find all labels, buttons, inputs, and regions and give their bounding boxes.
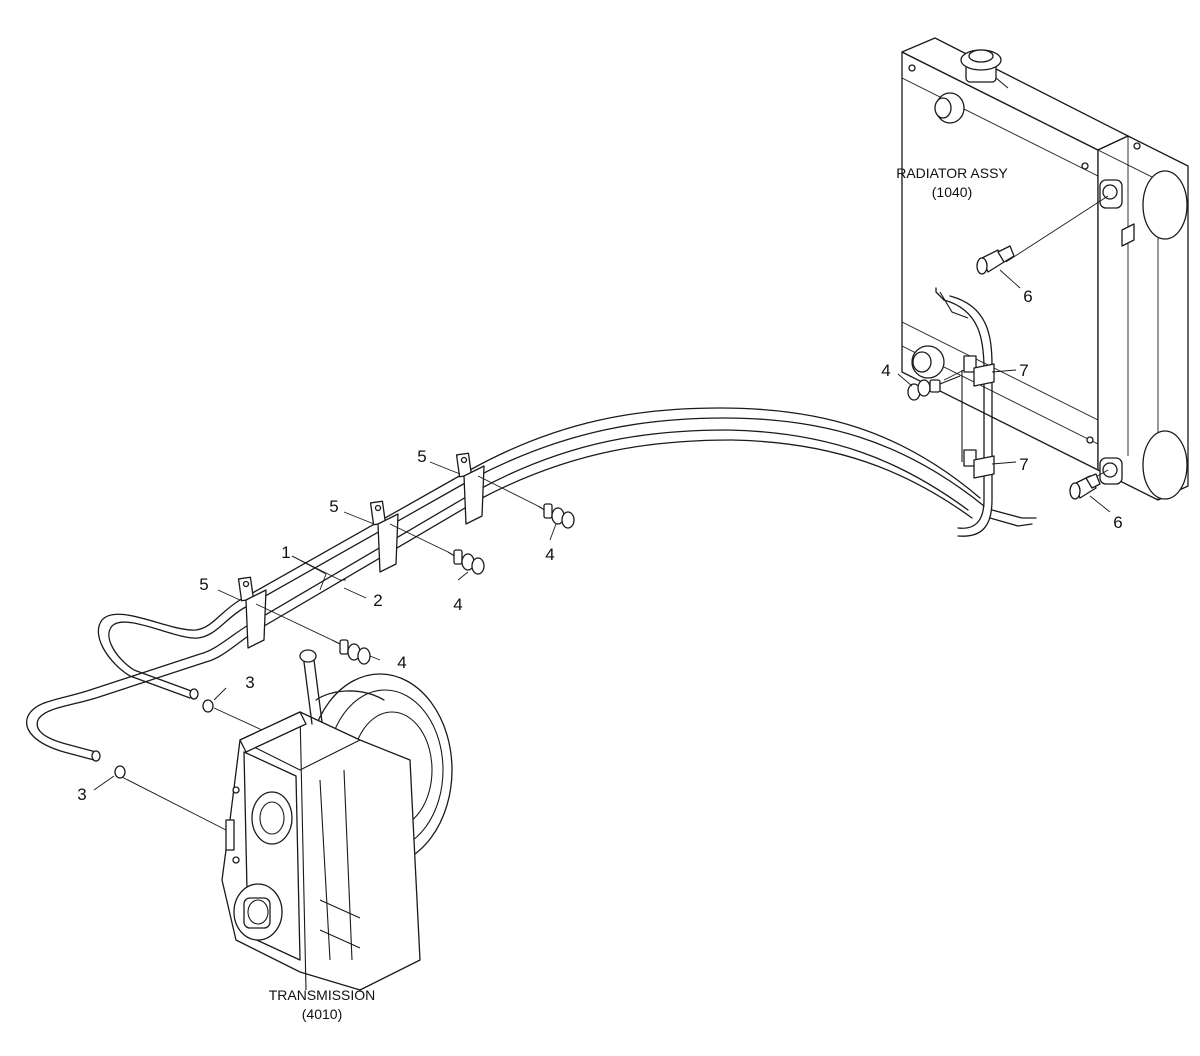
radiator-code: (1040) [932,184,972,200]
transmission-name: TRANSMISSION [269,987,376,1003]
callout-4-clamp1: 4 [397,653,406,672]
callout-4-clamp2: 4 [453,595,462,614]
radiator-assembly [901,37,1189,501]
callout-4-clamp3: 4 [545,545,554,564]
callout-5-clamp1: 5 [199,575,208,594]
callout-2: 2 [373,591,382,610]
callout-5-clamp2: 5 [329,497,338,516]
bolt-set-1 [331,639,371,665]
bolt-set-radiator [907,375,961,401]
callout-7-lower: 7 [1019,455,1028,474]
transmission-assembly [119,649,453,991]
transmission-code: (4010) [302,1006,342,1022]
callout-3-upper: 3 [245,673,254,692]
callout-4-radiator: 4 [881,361,890,380]
clamp-3 [455,452,539,525]
callout-3-lower: 3 [77,785,86,804]
callout-1: 1 [281,543,290,562]
clamp-radiator-upper [943,355,995,387]
clamp-1 [237,576,333,649]
radiator-name: RADIATOR ASSY [896,165,1008,181]
fitting-lower [1069,469,1109,500]
callout-6-lower: 6 [1113,513,1122,532]
bolt-set-2 [447,549,485,575]
clamp-radiator-lower [963,449,995,479]
callout-5-clamp3: 5 [417,447,426,466]
seal-ring-upper [202,699,214,713]
seal-ring-lower [114,765,126,779]
callout-7-upper: 7 [1019,361,1028,380]
fitting-upper [976,195,1109,275]
bolt-set-3 [537,503,575,529]
hose-lines [26,287,1037,762]
leader-lines [93,269,1111,791]
callout-6-upper: 6 [1023,287,1032,306]
clamp-2 [369,500,449,573]
